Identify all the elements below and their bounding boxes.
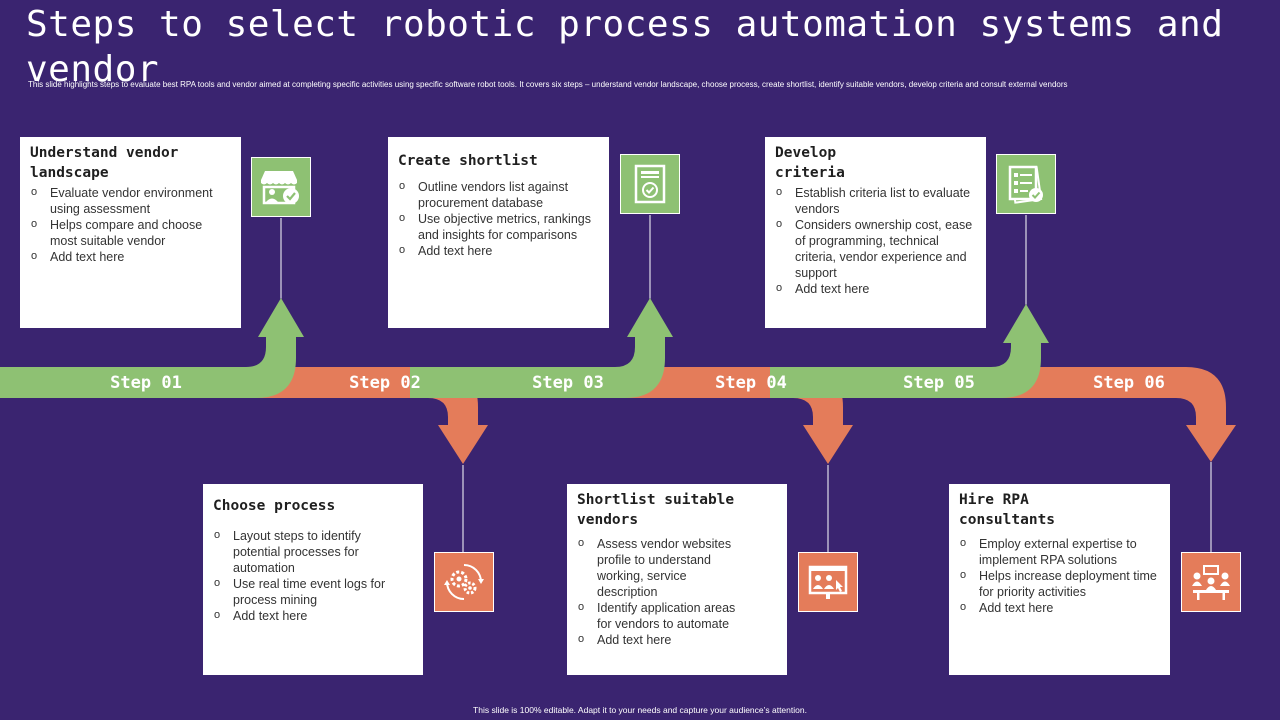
card-bullet: Use real time event logs for process min… (214, 575, 399, 608)
step-02-icon-box (434, 552, 494, 612)
ribbon-segment-step-06 (995, 367, 1236, 462)
card-bullet: Outline vendors list against procurement… (399, 178, 599, 211)
step-label-03: Step 03 (532, 373, 604, 393)
card-bullet: Helps increase deployment time for prior… (960, 567, 1160, 600)
step-card-02: Choose process Layout steps to identify … (203, 484, 423, 675)
step-card-05: Develop criteria Establish criteria list… (765, 137, 986, 328)
card-bullet: Use objective metrics, rankings and insi… (399, 210, 599, 243)
step-card-01: Understand vendor landscape Evaluate ven… (20, 137, 241, 328)
card-title: Hire RPA consultants (959, 492, 1056, 528)
card-title: Develop criteria (775, 145, 845, 181)
card-bullet: Layout steps to identify potential proce… (214, 527, 399, 576)
gears-cycle-icon (444, 564, 484, 600)
step-label-04: Step 04 (715, 373, 787, 393)
card-bullet: Establish criteria list to evaluate vend… (776, 184, 976, 217)
card-bullet: Add text here (399, 242, 599, 259)
card-bullet: Identify application areas for vendors t… (578, 599, 747, 632)
card-bullets: Employ external expertise to implement R… (959, 535, 1160, 616)
presentation-board-icon (808, 565, 848, 599)
meeting-table-icon (1192, 565, 1230, 600)
card-bullet: Add text here (960, 599, 1160, 616)
card-bullet: Add text here (578, 631, 747, 648)
step-05-icon-box (996, 154, 1056, 214)
step-04-icon-box (798, 552, 858, 612)
ribbon-segment-step-01 (0, 298, 304, 398)
card-bullet: Helps compare and choose most suitable v… (31, 216, 231, 249)
card-bullets: Evaluate vendor environment using assess… (30, 184, 231, 265)
card-bullet: Add text here (214, 607, 399, 624)
ribbon-segment-step-03 (410, 298, 673, 398)
card-bullet: Add text here (31, 248, 231, 265)
card-bullet: Employ external expertise to implement R… (960, 535, 1160, 568)
card-bullets: Establish criteria list to evaluate vend… (775, 184, 976, 297)
step-card-06: Hire RPA consultants Employ external exp… (949, 484, 1170, 675)
document-check-icon (634, 164, 666, 204)
card-title: Choose process (213, 498, 336, 514)
footer-note: This slide is 100% editable. Adapt it to… (473, 705, 807, 715)
step-06-icon-box (1181, 552, 1241, 612)
card-bullet: Evaluate vendor environment using assess… (31, 184, 231, 217)
card-bullet: Considers ownership cost, ease of progra… (776, 216, 976, 281)
step-card-04: Shortlist suitable vendors Assess vendor… (567, 484, 787, 675)
step-label-06: Step 06 (1093, 373, 1165, 393)
slide-subtitle: This slide highlights steps to evaluate … (28, 80, 1068, 89)
card-title: Shortlist suitable vendors (577, 492, 735, 528)
step-label-02: Step 02 (349, 373, 421, 393)
step-03-icon-box (620, 154, 680, 214)
card-bullet: Assess vendor websites profile to unders… (578, 535, 747, 600)
card-bullets: Layout steps to identify potential proce… (213, 527, 413, 624)
checklist-icon (1008, 165, 1043, 204)
step-01-icon-box (251, 157, 311, 217)
card-bullets: Outline vendors list against procurement… (398, 178, 599, 259)
card-bullets: Assess vendor websites profile to unders… (577, 535, 777, 648)
slide-title: Steps to select robotic process automati… (26, 4, 1224, 90)
card-title: Create shortlist (398, 153, 538, 169)
step-label-05: Step 05 (903, 373, 975, 393)
store-check-icon (261, 171, 299, 205)
card-title: Understand vendor landscape (30, 145, 179, 181)
card-bullet: Add text here (776, 280, 976, 297)
step-card-03: Create shortlist Outline vendors list ag… (388, 137, 609, 328)
ribbon-segment-step-05 (770, 304, 1049, 398)
step-label-01: Step 01 (110, 373, 182, 393)
